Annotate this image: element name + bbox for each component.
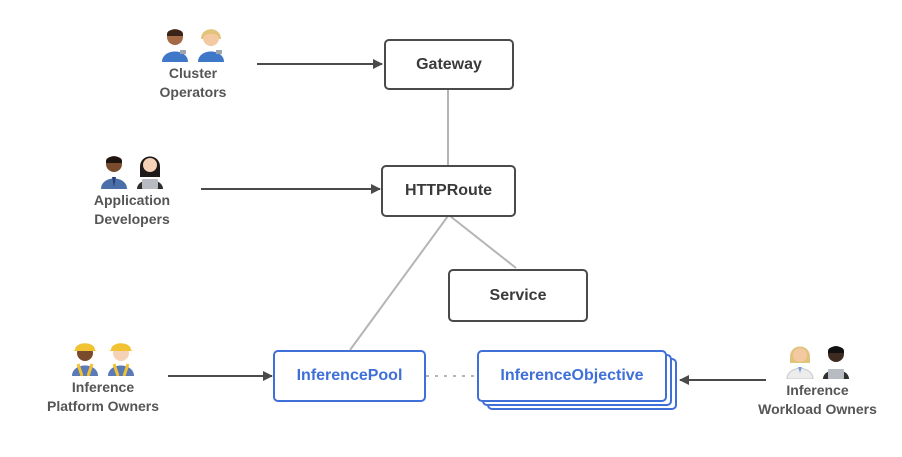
inference-pool-node: InferencePool: [273, 350, 426, 402]
office-worker-man-icon: [101, 156, 127, 189]
laptop-man-icon: [822, 346, 849, 379]
service-node: Service: [448, 269, 588, 322]
laptop-woman-icon: [137, 156, 163, 189]
persona-label-line1: Inference: [786, 382, 849, 398]
persona-label-line2: Workload Owners: [758, 401, 877, 417]
persona-label-line1: Application: [93, 192, 171, 208]
persona-label-line1: Cluster: [168, 65, 218, 81]
technologist-woman-icon: [198, 29, 224, 62]
persona-inference-platform-owners: Inference Platform Owners: [38, 340, 168, 416]
persona-label-line1: Inference: [71, 379, 135, 395]
persona-cluster-operators: Cluster Operators: [143, 26, 243, 102]
scientist-woman-icon: [785, 346, 814, 379]
persona-label-line2: Operators: [159, 84, 227, 100]
connector-httproute-service: [449, 215, 517, 269]
construction-worker-man-icon: [108, 343, 134, 376]
inference-objective-node: InferenceObjective: [477, 350, 667, 402]
technologist-man-icon: [162, 29, 188, 62]
connector-httproute-inferencepool: [349, 215, 449, 351]
construction-worker-woman-icon: [72, 343, 98, 376]
persona-application-developers: Application Developers: [82, 153, 182, 229]
persona-inference-workload-owners: Inference Workload Owners: [750, 343, 885, 419]
httproute-node: HTTPRoute: [381, 165, 516, 217]
gateway-node: Gateway: [384, 39, 514, 90]
persona-label-line2: Platform Owners: [46, 398, 160, 414]
persona-label-line2: Developers: [94, 211, 170, 227]
